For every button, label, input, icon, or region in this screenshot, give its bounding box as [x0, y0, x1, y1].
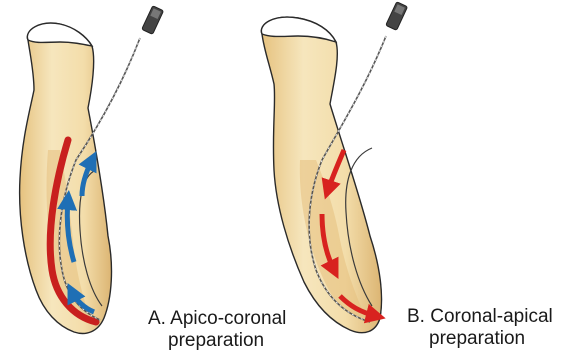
caption-a: A. Apico-coronal preparation: [148, 308, 286, 352]
caption-b-line1: B. Coronal-apical: [407, 306, 553, 327]
file-instrument-icon-b: [386, 2, 408, 31]
file-instrument-icon: [142, 6, 164, 35]
tooth-b-icon: [261, 2, 407, 333]
caption-b: B. Coronal-apical preparation: [407, 306, 553, 350]
tooth-a-icon: [20, 6, 164, 334]
tooth-a-enamel: [27, 23, 92, 46]
caption-a-line2: preparation: [148, 330, 286, 352]
caption-b-line2: preparation: [407, 328, 553, 350]
caption-a-line1: A. Apico-coronal: [148, 308, 286, 329]
